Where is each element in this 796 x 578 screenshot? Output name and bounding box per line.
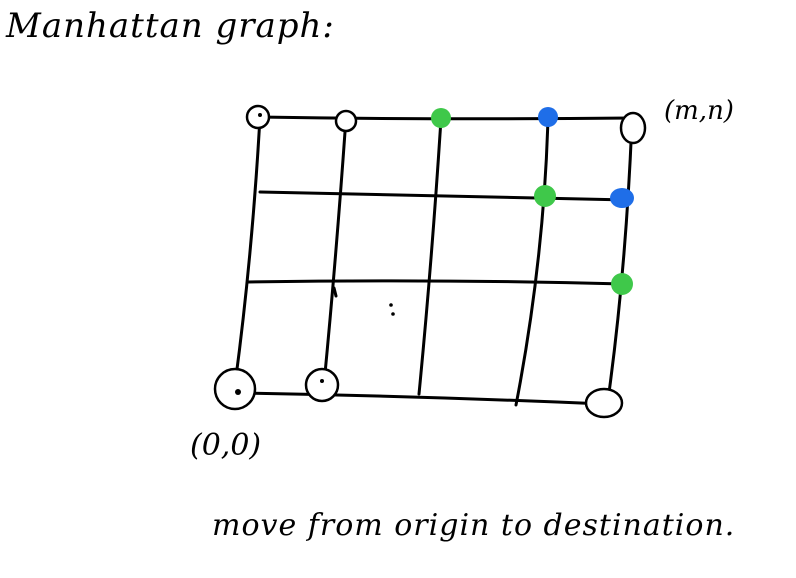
grid-col-3 (417, 117, 443, 396)
node-circle (245, 104, 271, 130)
path-node-green (431, 108, 451, 128)
origin-node-circle (213, 367, 257, 411)
node-circle (334, 109, 358, 133)
node-dot (320, 379, 324, 383)
diagram-title: Manhattan graph: (6, 6, 335, 46)
destination-node-circle (619, 111, 647, 145)
grid-col-5 (606, 118, 634, 402)
grid-row-3 (246, 279, 626, 286)
node-circle (584, 387, 624, 419)
path-node-blue (610, 188, 634, 208)
stray-dot (389, 303, 393, 307)
node-circle (304, 367, 340, 403)
grid-row-bottom (236, 391, 606, 406)
grid-col-1 (232, 115, 262, 394)
destination-label: (m,n) (664, 96, 734, 126)
origin-label: (0,0) (190, 428, 262, 463)
node-dot (258, 113, 262, 117)
path-node-blue (538, 107, 558, 127)
path-node-green (534, 185, 556, 207)
grid-col-4 (514, 116, 550, 407)
grid-row-2 (258, 190, 630, 202)
stray-mark (332, 286, 338, 298)
node-dot (235, 389, 241, 395)
stray-dot (391, 312, 395, 316)
caption: move from origin to destination. (212, 508, 736, 543)
path-node-green (611, 273, 633, 295)
grid-col-2 (322, 116, 348, 386)
